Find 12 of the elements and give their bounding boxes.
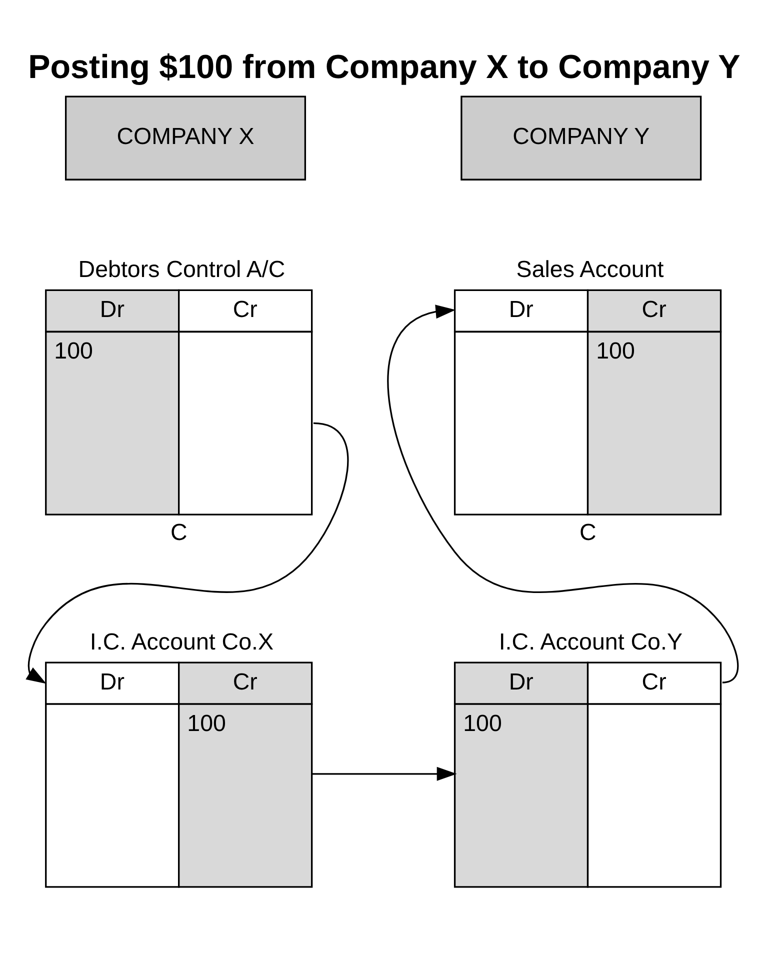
- node-label: Debtors Control A/C: [78, 256, 286, 282]
- node-label: Sales Account: [516, 256, 664, 282]
- node-label: C: [170, 518, 188, 545]
- node-label: I.C. Account Co.Y: [498, 628, 682, 655]
- node-box: COMPANY Y: [460, 96, 702, 180]
- node-label: C: [579, 518, 596, 545]
- node-text: I.C. Account Co.X Dr Cr 100: [90, 628, 274, 736]
- arrow: [312, 766, 457, 781]
- diagram-title: Posting $100 from Company X to Company Y: [28, 49, 740, 86]
- arrow: [387, 304, 739, 684]
- node-box: COMPANY X: [64, 96, 306, 180]
- arrow: [26, 422, 349, 684]
